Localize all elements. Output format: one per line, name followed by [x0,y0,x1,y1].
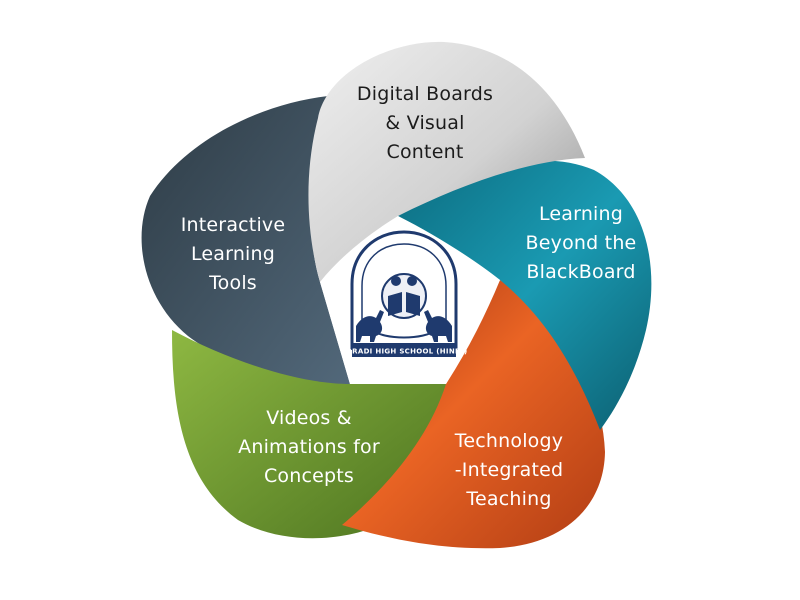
student-icon-left [391,276,401,286]
book-icon [388,292,420,316]
crest-ribbon [371,329,437,339]
school-crest-logo: KORADI HIGH SCHOOL (HINDI) [341,230,468,357]
petal-digital-boards [308,41,585,282]
petal-label-digital-boards: Digital Boards & Visual Content [356,83,494,163]
petal-videos-animations [172,330,446,539]
student-icon-right [407,276,417,286]
school-name-banner [352,343,456,357]
school-name-text: KORADI HIGH SCHOOL (HINDI) [341,348,468,356]
crest-outer-arch [350,230,458,350]
petal-label-learning-beyond: Learning Beyond the BlackBoard [525,203,637,283]
petal-label-interactive-tools: Interactive Learning Tools [180,214,286,294]
petal-technology-integrated [342,280,605,549]
petal-learning-beyond [398,160,652,430]
petal-interactive-learning-tools [141,96,350,385]
petal-label-videos-animations: Videos & Animations for Concepts [238,407,380,487]
petal-label-technology-integrated: Technology -Integrated Teaching [454,430,564,510]
crest-inner-arch [361,243,447,334]
